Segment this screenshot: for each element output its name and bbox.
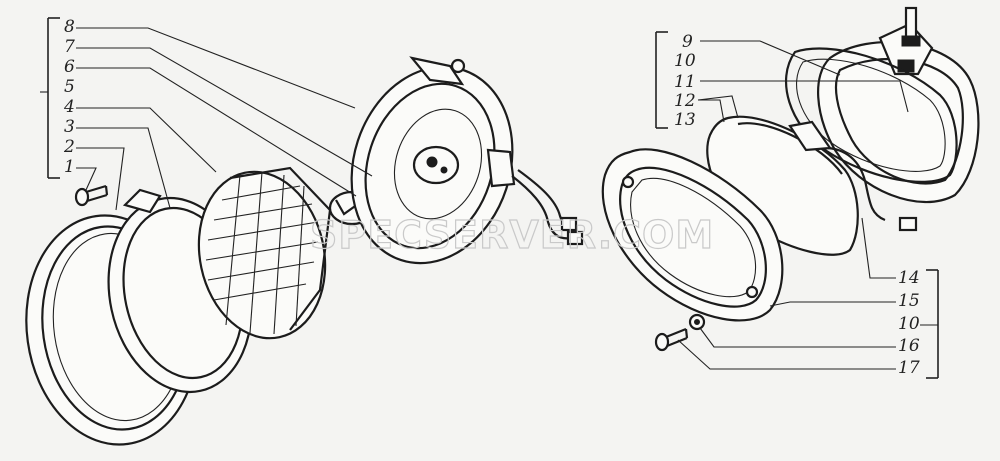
callout-10-bottom: 10 bbox=[898, 314, 920, 334]
callout-4: 4 bbox=[63, 97, 75, 117]
callout-13: 13 bbox=[674, 110, 696, 130]
callout-12: 12 bbox=[674, 91, 696, 111]
part-screw-2 bbox=[654, 327, 689, 352]
callout-9: 9 bbox=[682, 32, 693, 52]
right-top-bracket bbox=[655, 31, 668, 129]
part-washer bbox=[688, 313, 706, 331]
part-gasket-top bbox=[785, 47, 958, 183]
callout-5: 5 bbox=[64, 77, 75, 97]
callout-2: 2 bbox=[63, 137, 75, 157]
part-housing bbox=[350, 56, 584, 265]
part-bezel bbox=[601, 148, 784, 322]
left-leader-lines bbox=[40, 27, 373, 211]
left-callout-bracket bbox=[47, 17, 60, 179]
callout-7: 7 bbox=[64, 37, 75, 57]
callout-10-top: 10 bbox=[674, 51, 696, 71]
part-screw-1 bbox=[74, 184, 109, 207]
callout-17: 17 bbox=[898, 358, 920, 378]
right-bottom-leader-lines bbox=[677, 217, 938, 370]
callout-6: 6 bbox=[64, 57, 75, 77]
part-lens-unit bbox=[197, 166, 332, 340]
watermark: SPECSERVER.COM bbox=[310, 213, 714, 257]
callout-15: 15 bbox=[898, 291, 920, 311]
callout-14: 14 bbox=[898, 268, 920, 288]
callout-1: 1 bbox=[64, 157, 75, 177]
callout-3: 3 bbox=[64, 117, 75, 137]
right-bottom-bracket bbox=[926, 269, 939, 379]
right-top-leader-lines bbox=[697, 40, 909, 123]
callout-8: 8 bbox=[64, 17, 75, 37]
callout-16: 16 bbox=[898, 336, 920, 356]
callout-11: 11 bbox=[674, 72, 696, 92]
